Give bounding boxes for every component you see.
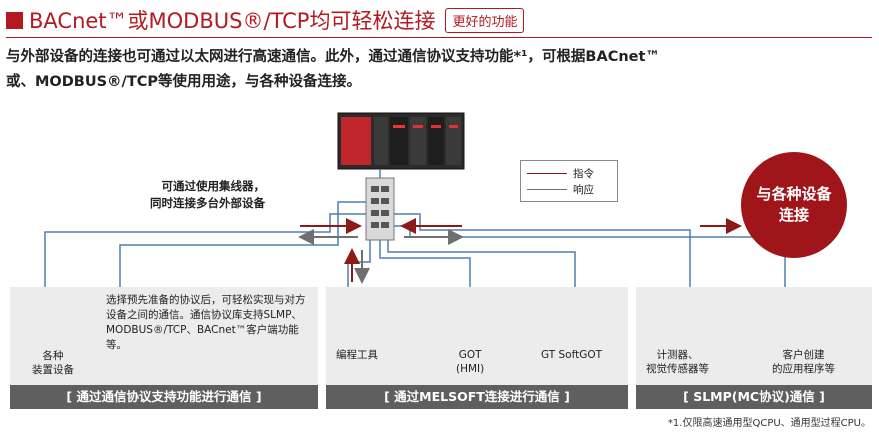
title-text: BACnet™或MODBUS®/TCP均可轻松连接 xyxy=(29,9,436,33)
plc-rack-icon xyxy=(337,112,465,170)
panel-footer: [ 通过通信协议支持功能进行通信 ] xyxy=(10,385,318,409)
feature-badge: 更好的功能 xyxy=(445,7,525,33)
legend: 指令 响应 xyxy=(520,160,618,202)
meter-label: 计测器、 视觉传感器等 xyxy=(646,349,709,375)
title-divider xyxy=(6,37,872,38)
panel-footer: [ 通过MELSOFT连接进行通信 ] xyxy=(326,385,628,409)
client-label: 客户创建 的应用程序等 xyxy=(772,349,835,375)
got-label: GOT (HMI) xyxy=(456,349,485,375)
page-title: BACnet™或MODBUS®/TCP均可轻松连接 更好的功能 xyxy=(6,5,525,35)
protocol-description: 选择预先准备的协议后，可轻松实现与对方设备之间的通信。通信协议库支持SLMP、M… xyxy=(106,294,306,351)
panel-melsoft: 编程工具 GOT (HMI) GT SoftGOT [ 通过MELSOFT连接进… xyxy=(326,287,628,409)
panel-protocol-support: 各种 装置设备 选择预先准备的协议后，可轻松实现与对方设备之间的通信。通信协议库… xyxy=(10,287,318,409)
laptop-label: 编程工具 xyxy=(336,349,378,361)
footnote: *1.仅限高速通用型QCPU、通用型过程CPU。 xyxy=(667,418,871,429)
panel-slmp: 计测器、 视觉传感器等 客户创建 的应用程序等 [ SLMP(MC协议)通信 ] xyxy=(636,287,872,409)
legend-command: 指令 xyxy=(527,166,594,181)
intro-line-2: 或、MODBUS®/TCP等使用用途，与各种设备连接。 xyxy=(6,74,362,90)
softgot-label: GT SoftGOT xyxy=(541,349,603,361)
intro-line-1: 与外部设备的连接也可通过以太网进行高速通信。此外，通过通信协议支持功能*¹，可根… xyxy=(6,49,660,65)
legend-response: 响应 xyxy=(527,182,594,197)
network-hub-icon xyxy=(365,177,395,241)
connect-devices-badge: 与各种设备 连接 xyxy=(741,152,847,258)
hub-note: 可通过使用集线器， 同时连接多台外部设备 xyxy=(150,179,265,210)
title-marker xyxy=(6,11,23,29)
panel-footer: [ SLMP(MC协议)通信 ] xyxy=(636,385,872,409)
flow-arrows xyxy=(298,218,742,284)
device-label: 各种 装置设备 xyxy=(32,350,74,376)
